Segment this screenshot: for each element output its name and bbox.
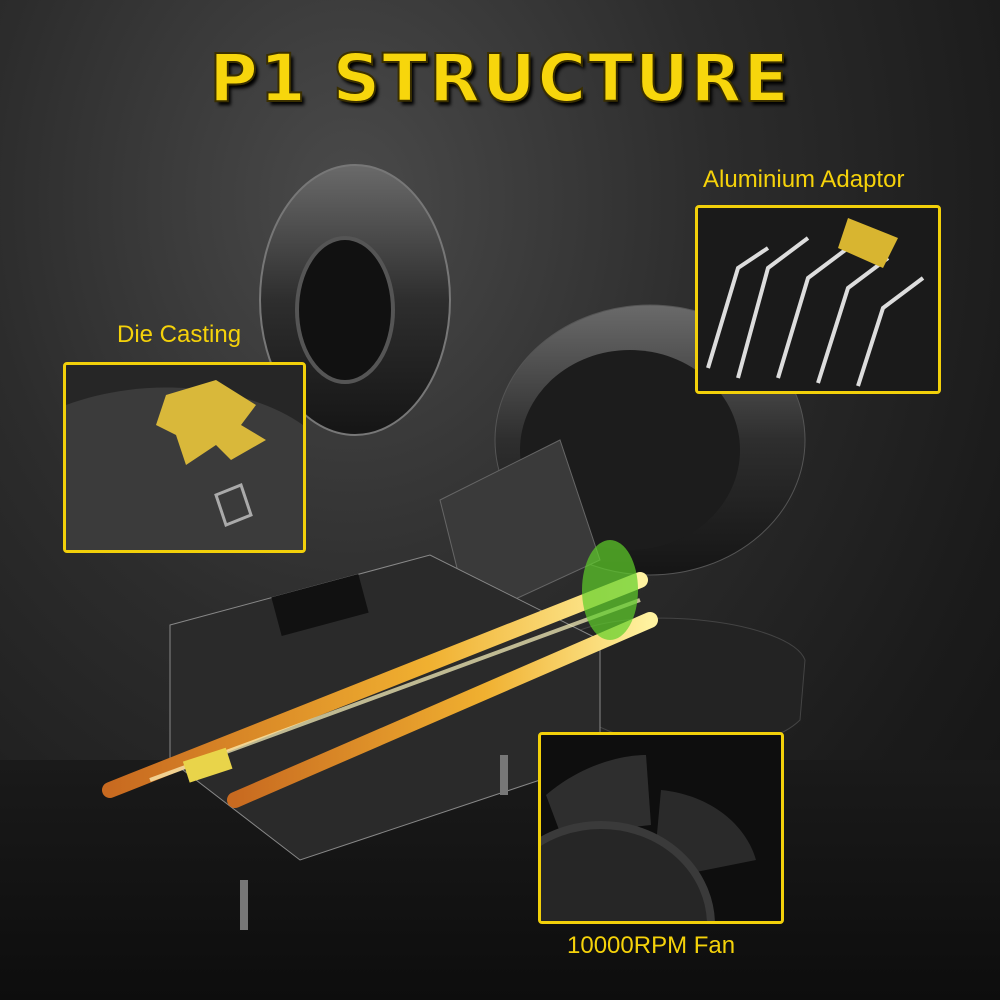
adaptor-ring — [259, 164, 451, 436]
base-plate-cutout — [271, 574, 369, 636]
fan-blades-closeup — [541, 735, 781, 921]
green-glow — [582, 540, 638, 640]
die-casting-label: Die Casting — [117, 321, 242, 348]
page-title: P1 STRUCTURE — [208, 39, 791, 118]
heatsink-fins-closeup — [698, 208, 938, 391]
fan-callout — [538, 732, 784, 924]
aluminium-adaptor-label: Aluminium Adaptor — [703, 166, 905, 193]
led-base-plate — [169, 554, 601, 861]
die-cast-logo-closeup — [66, 365, 303, 550]
floor-shadow — [0, 760, 1000, 1000]
die-casting-callout — [63, 362, 306, 553]
heat-pipes — [102, 572, 658, 808]
led-chip — [182, 747, 233, 783]
mounting-pin — [500, 755, 508, 795]
aluminium-adaptor-callout — [695, 205, 941, 394]
mounting-pin — [240, 880, 248, 930]
fan-label: 10000RPM Fan — [567, 932, 736, 959]
